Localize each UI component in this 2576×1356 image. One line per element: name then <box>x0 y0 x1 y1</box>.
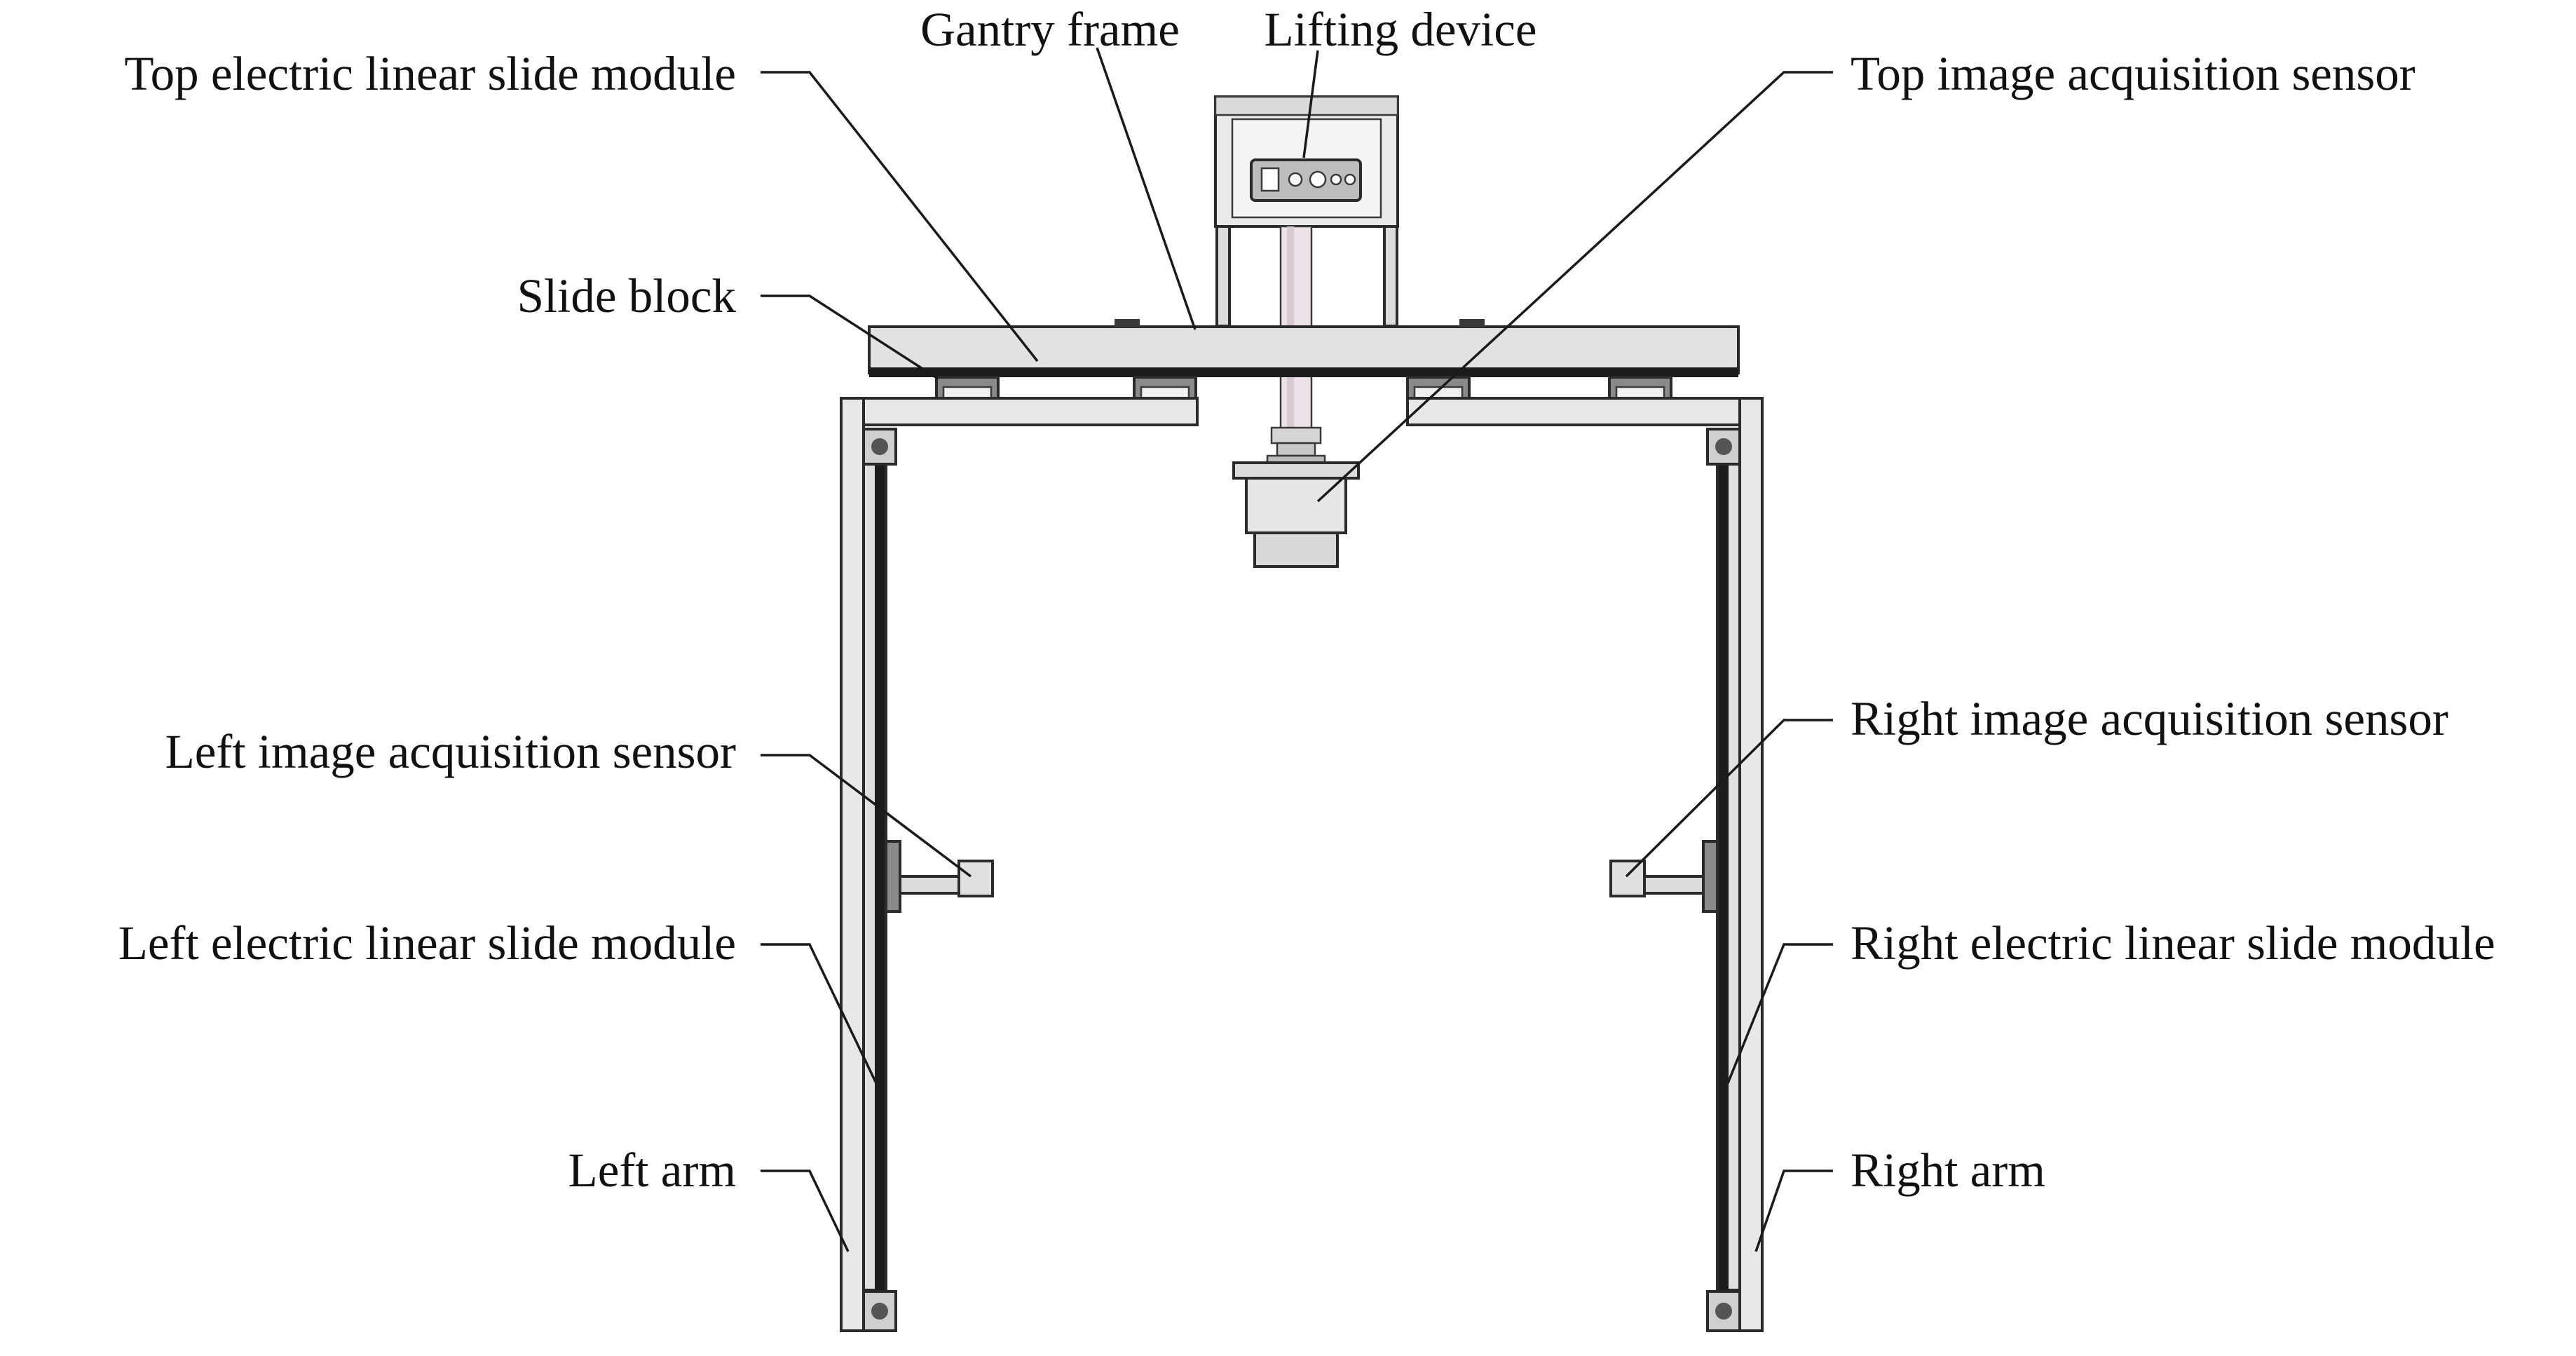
label-top-sensor: Top image acquisition sensor <box>1851 47 2415 100</box>
leader-top-sensor <box>1316 71 1833 503</box>
lifting-support-right <box>1383 223 1398 327</box>
slide-blocks <box>935 376 1672 400</box>
top-beam-rail <box>869 367 1738 377</box>
right-arm-assembly <box>1609 397 1764 1332</box>
labels: Top electric linear slide module Gantry … <box>118 3 2495 1197</box>
label-right-slide-module: Right electric linear slide module <box>1851 916 2495 970</box>
leader-right-slide-module <box>1726 943 1833 1084</box>
leader-right-arm <box>1754 1169 1833 1252</box>
left-arm-assembly <box>840 397 994 1332</box>
label-left-arm: Left arm <box>568 1144 736 1197</box>
leader-lines <box>761 47 1833 1252</box>
label-top-slide-module: Top electric linear slide module <box>124 47 736 100</box>
label-lifting-device: Lifting device <box>1265 3 1537 56</box>
leader-slide-block <box>761 294 939 380</box>
left-arm <box>840 397 865 1332</box>
label-right-sensor: Right image acquisition sensor <box>1851 692 2448 745</box>
control-knob-2 <box>1309 170 1327 189</box>
leader-lifting-device <box>1302 50 1319 158</box>
gantry-crossbar-right <box>1406 397 1764 426</box>
left-camera <box>958 860 994 897</box>
leader-gantry-frame <box>1096 47 1197 330</box>
leader-right-sensor <box>1625 719 1833 878</box>
top-camera <box>1232 461 1360 568</box>
control-knob-1 <box>1288 172 1303 187</box>
control-knob-4 <box>1344 173 1356 186</box>
lifting-device-assembly <box>1214 95 1399 327</box>
gantry-crossbar-left <box>840 397 1199 426</box>
leader-left-slide-module <box>761 943 878 1084</box>
right-arm <box>1738 397 1764 1332</box>
label-slide-block: Slide block <box>517 269 737 323</box>
lifting-support-left <box>1215 223 1231 327</box>
control-panel-screen <box>1260 167 1280 192</box>
leader-left-arm <box>761 1169 850 1252</box>
right-camera <box>1609 860 1646 897</box>
label-gantry-frame: Gantry frame <box>920 3 1180 56</box>
top-slide-module <box>868 319 1740 377</box>
top-beam <box>868 325 1740 374</box>
leader-top-slide-module <box>761 71 1039 362</box>
leader-left-sensor <box>761 754 972 878</box>
label-left-slide-module: Left electric linear slide module <box>118 916 736 970</box>
control-knob-3 <box>1330 173 1342 186</box>
label-left-sensor: Left image acquisition sensor <box>165 725 736 778</box>
lifting-device-top-cap <box>1214 95 1399 116</box>
label-right-arm: Right arm <box>1851 1144 2045 1197</box>
